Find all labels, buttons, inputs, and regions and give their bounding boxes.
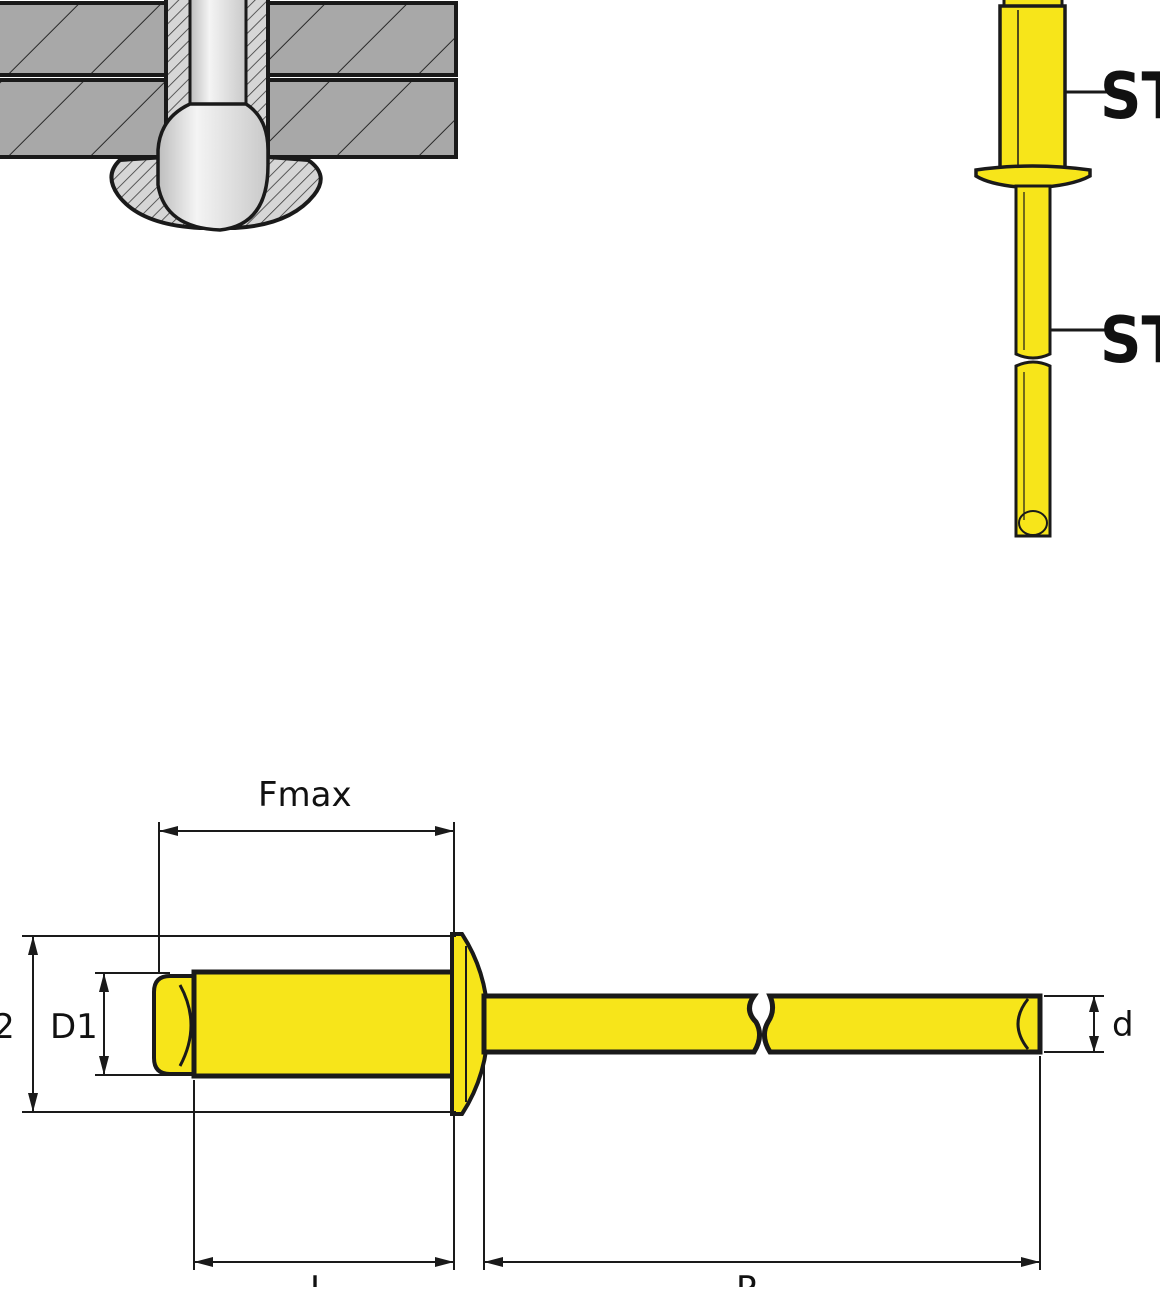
mandrel-segment-1 — [481, 993, 762, 1055]
rivet-side-view: ST ST — [974, 0, 1160, 538]
callout-label-upper: ST — [1100, 60, 1160, 134]
lower-plate-left — [0, 78, 168, 159]
p-label: P — [736, 1269, 757, 1287]
rivet-cross-section — [0, 0, 458, 232]
lower-plate-right — [266, 78, 458, 159]
mandrel-segment-2 — [762, 993, 1043, 1055]
mandrel-upper-section — [1014, 184, 1052, 360]
fmax-label: Fmax — [258, 775, 352, 815]
rivet-body — [998, 4, 1067, 170]
d-label: d — [1112, 1005, 1134, 1045]
rivet-dimension-drawing: Fmax D2 D1 d L P — [0, 775, 1134, 1292]
rivet-body-horizontal — [191, 969, 457, 1079]
upper-plate-left — [0, 1, 168, 77]
upper-plate-right — [266, 1, 458, 77]
callout-label-lower: ST — [1100, 304, 1160, 378]
l-label: L — [310, 1269, 329, 1287]
d2-label: D2 — [0, 1007, 15, 1047]
rivet-flange-head — [974, 164, 1092, 190]
mandrel-lower-section — [1014, 360, 1052, 538]
mandrel-stem-section — [188, 0, 248, 106]
d1-label: D1 — [50, 1007, 98, 1047]
mandrel-head-section — [156, 102, 270, 232]
